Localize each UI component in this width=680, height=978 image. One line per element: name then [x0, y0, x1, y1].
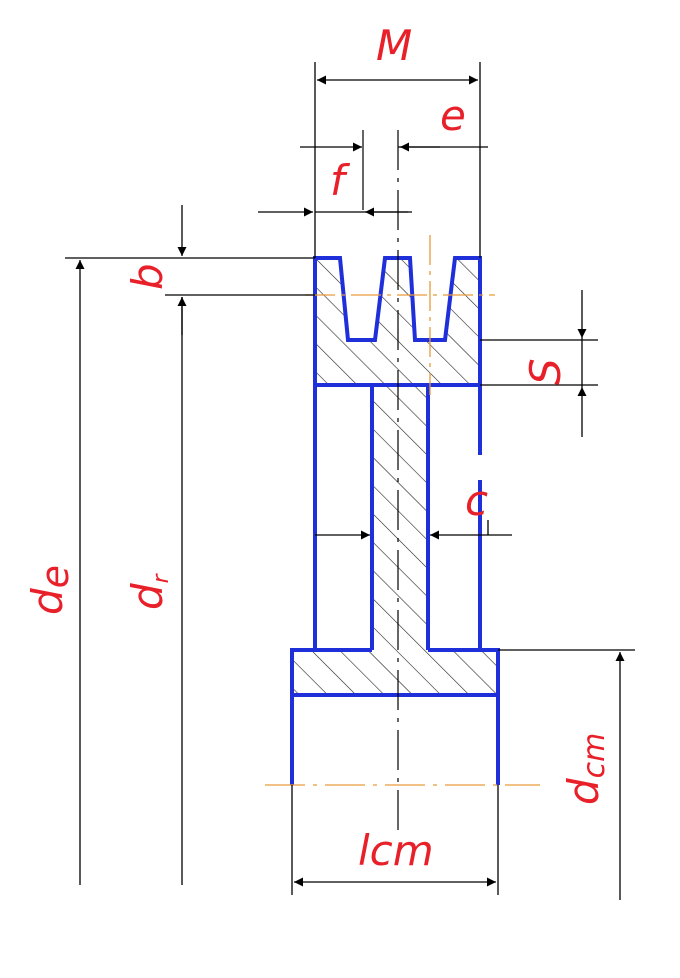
label-de-sub: e [33, 565, 77, 588]
label-dcm-main: d [559, 778, 608, 805]
svg-text:dcm: dcm [559, 733, 612, 805]
svg-text:dr: dr [123, 572, 174, 610]
label-de-main: d [23, 588, 72, 615]
dimension-labels: M e f b S c de dr dcm lcm [23, 21, 612, 875]
center-lines [265, 235, 540, 786]
label-dr-main: d [123, 583, 172, 610]
label-dr: dr [123, 572, 174, 610]
label-f: f [330, 156, 351, 205]
label-de: de [23, 565, 77, 615]
pulley-outline [290, 256, 500, 785]
label-b: b [123, 263, 172, 290]
label-S: S [521, 358, 570, 385]
label-e: e [440, 91, 466, 140]
label-dcm-sub: cm [577, 733, 612, 779]
section-hatching [292, 258, 498, 695]
svg-text:de: de [23, 565, 77, 615]
label-lcm: lcm [358, 826, 434, 875]
dimension-lines [65, 62, 635, 900]
label-dr-sub: r [149, 572, 174, 583]
label-c: c [465, 476, 488, 525]
label-M: M [376, 21, 412, 70]
label-dcm: dcm [559, 733, 612, 805]
axis-line [362, 130, 399, 835]
